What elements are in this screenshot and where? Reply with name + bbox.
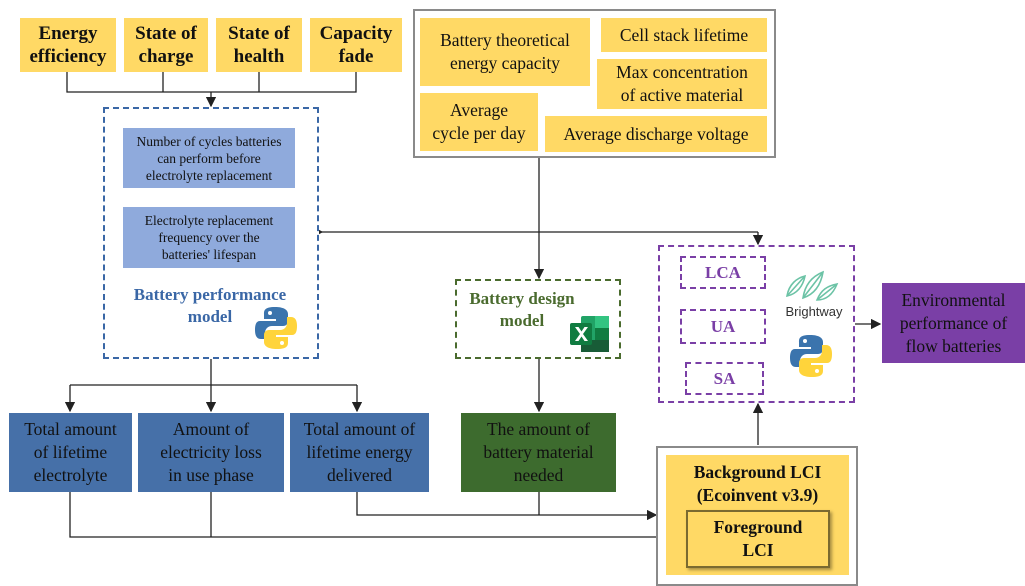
param-average-cycle-per-day: Average cycle per day <box>420 93 538 151</box>
param-cell-stack-lifetime: Cell stack lifetime <box>601 18 767 52</box>
brightway-leaf-icon <box>786 270 839 301</box>
ua-box: UA <box>680 309 766 344</box>
step-replacement-frequency: Electrolyte replacement frequency over t… <box>123 207 295 268</box>
excel-logo-icon <box>570 316 609 352</box>
step-cycles-before-replacement: Number of cycles batteries can perform b… <box>123 128 295 188</box>
python-logo-icon <box>255 307 297 349</box>
param-max-concentration: Max concentration of active material <box>597 59 767 109</box>
background-lci-label: Background LCI (Ecoinvent v3.9) <box>693 462 822 505</box>
metric-state-of-charge: State of charge <box>124 18 208 72</box>
output-electricity-loss: Amount of electricity loss in use phase <box>138 413 284 492</box>
metric-state-of-health: State of health <box>216 18 302 72</box>
output-lifetime-electrolyte: Total amount of lifetime electrolyte <box>9 413 132 492</box>
brightway-label: Brightway <box>785 304 843 319</box>
battery-design-model-title: Battery design model <box>469 289 575 330</box>
output-battery-material: The amount of battery material needed <box>461 413 616 492</box>
lca-box: LCA <box>680 256 766 289</box>
metric-energy-efficiency: Energy efficiency <box>20 18 116 72</box>
param-average-discharge-voltage: Average discharge voltage <box>545 116 767 152</box>
battery-performance-model-title: Battery performance model <box>133 285 287 326</box>
python-logo-icon <box>790 335 832 377</box>
environmental-performance-box: Environmental performance of flow batter… <box>882 283 1025 363</box>
metric-capacity-fade: Capacity fade <box>310 18 402 72</box>
sa-box: SA <box>685 362 764 395</box>
param-theoretical-energy-capacity: Battery theoretical energy capacity <box>420 18 590 86</box>
output-lifetime-energy-delivered: Total amount of lifetime energy delivere… <box>290 413 429 492</box>
foreground-lci-box: Foreground LCI <box>686 510 830 568</box>
